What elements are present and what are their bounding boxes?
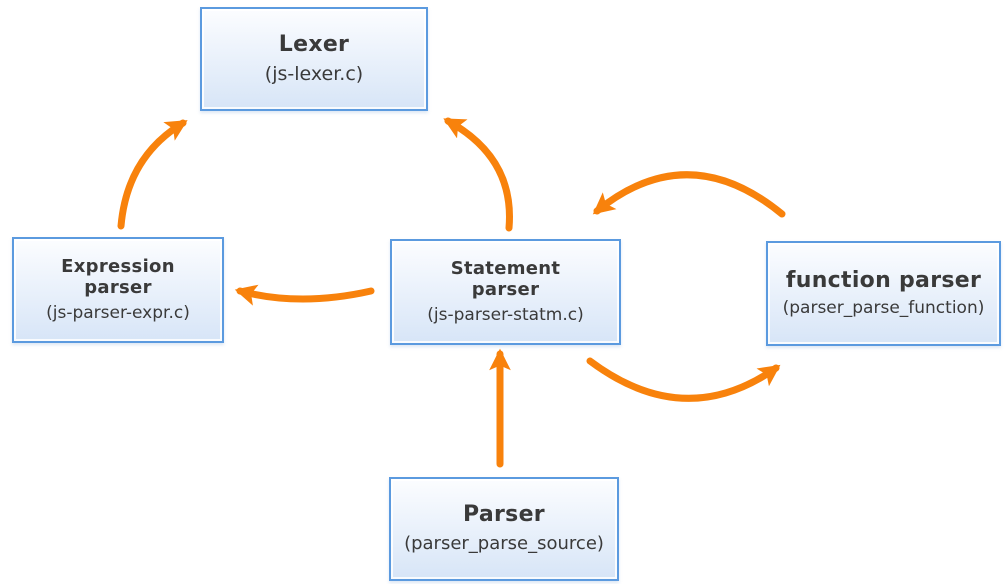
- node-expression-parser-title: Expression parser: [61, 255, 175, 299]
- arrow-statement-parser-to-expression-parser: [234, 284, 375, 306]
- arrow-expression-parser-to-lexer: [117, 119, 188, 230]
- node-parser-title: Parser: [463, 502, 545, 528]
- node-function-parser: function parser (parser_parse_function): [766, 241, 1001, 346]
- node-expression-parser-subtitle: (js-parser-expr.c): [46, 303, 190, 324]
- node-parser: Parser (parser_parse_source): [389, 477, 619, 581]
- node-statement-parser: Statement parser (js-parser-statm.c): [390, 239, 621, 345]
- node-statement-parser-title: Statement parser: [450, 257, 561, 301]
- arrow-statement-parser-to-lexer: [443, 117, 513, 232]
- arrow-function-parser-to-statement-parser: [592, 171, 786, 218]
- node-statement-parser-subtitle: (js-parser-statm.c): [427, 305, 584, 326]
- arrow-statement-parser-to-function-parser: [586, 357, 781, 402]
- node-function-parser-subtitle: (parser_parse_function): [782, 298, 985, 319]
- node-expression-parser: Expression parser (js-parser-expr.c): [12, 237, 224, 343]
- node-function-parser-title: function parser: [785, 267, 982, 293]
- node-lexer: Lexer (js-lexer.c): [200, 7, 428, 111]
- node-lexer-title: Lexer: [278, 31, 350, 57]
- node-parser-subtitle: (parser_parse_source): [404, 533, 604, 555]
- node-lexer-subtitle: (js-lexer.c): [264, 62, 364, 85]
